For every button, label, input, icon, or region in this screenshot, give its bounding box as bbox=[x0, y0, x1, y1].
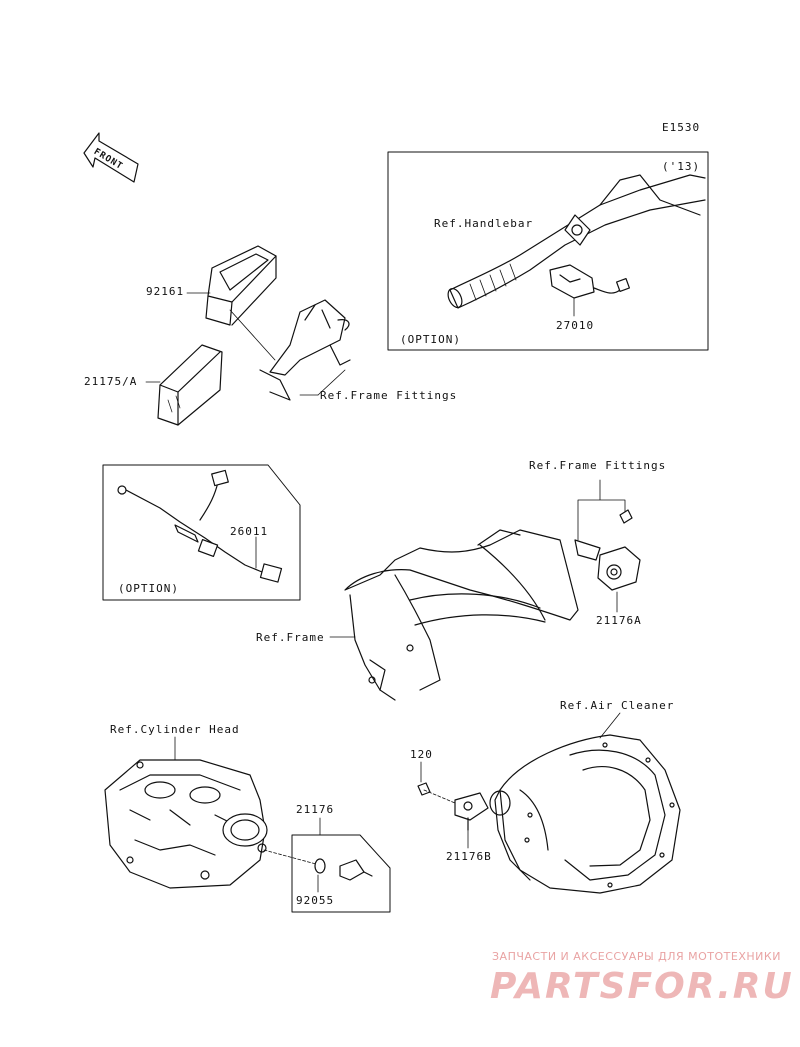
ecu-bracket-drawing bbox=[259, 299, 351, 401]
label-21176b: 21176B bbox=[446, 850, 492, 863]
label-21176a: 21176A bbox=[596, 614, 642, 627]
label-92055: 92055 bbox=[296, 894, 335, 907]
switch-27010-drawing bbox=[549, 264, 631, 299]
handlebar-drawing bbox=[447, 174, 706, 309]
sensor-21176a-drawing bbox=[597, 509, 641, 591]
label-ref-frame-fittings-mid: Ref.Frame Fittings bbox=[529, 459, 667, 472]
front-arrow-icon bbox=[83, 132, 139, 183]
ecu-holder-92161-drawing bbox=[205, 245, 277, 326]
label-ref-cylinder-head: Ref.Cylinder Head bbox=[110, 723, 240, 736]
label-26011: 26011 bbox=[230, 525, 269, 538]
label-27010: 27010 bbox=[556, 319, 595, 332]
option-box-harness bbox=[102, 464, 301, 601]
label-120: 120 bbox=[410, 748, 433, 761]
cylinder-head-drawing bbox=[104, 759, 268, 889]
label-ref-handlebar: Ref.Handlebar bbox=[434, 217, 534, 230]
sensor-21176-drawing bbox=[314, 858, 373, 881]
ecu-21175a-drawing bbox=[157, 344, 223, 426]
label-ref-frame-fittings-top: Ref.Frame Fittings bbox=[320, 389, 458, 402]
air-cleaner-drawing bbox=[489, 734, 681, 894]
harness-26011-drawing bbox=[117, 469, 283, 583]
label-21176: 21176 bbox=[296, 803, 335, 816]
label-ref-frame: Ref.Frame bbox=[256, 631, 325, 644]
year-note: ('13) bbox=[662, 160, 701, 173]
sensor-21176b-drawing bbox=[417, 782, 489, 831]
watermark-tagline: ЗАПЧАСТИ И АКСЕССУАРЫ ДЛЯ МОТОТЕХНИКИ bbox=[492, 950, 781, 963]
frame-drawing bbox=[344, 529, 601, 701]
label-ref-air-cleaner: Ref.Air Cleaner bbox=[560, 699, 675, 712]
diagram-code: E1530 bbox=[662, 121, 701, 134]
label-option-mid: (OPTION) bbox=[118, 582, 179, 595]
label-92161: 92161 bbox=[146, 285, 185, 298]
option-box-handlebar bbox=[387, 151, 709, 351]
label-21175a: 21175/A bbox=[84, 375, 138, 388]
label-option-top: (OPTION) bbox=[400, 333, 461, 346]
watermark-logo: PARTSFOR.RU bbox=[490, 966, 794, 1007]
